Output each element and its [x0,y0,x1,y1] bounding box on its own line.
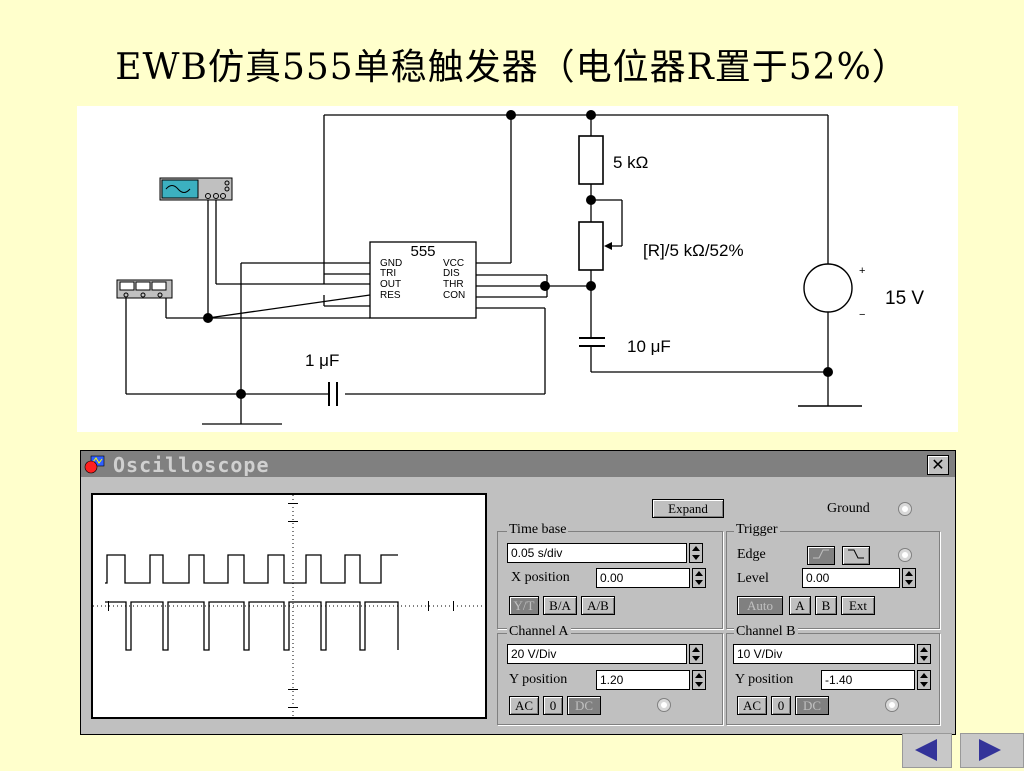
svg-text:VCC: VCC [443,258,464,269]
timebase-title: Time base [507,522,569,538]
channel-a-trace [105,554,398,584]
falling-edge-icon[interactable] [842,546,870,565]
ground-label: Ground [827,501,870,516]
slide-title: EWB仿真555单稳触发器（电位器R置于52%） [115,47,909,88]
channel-b-trace [105,601,399,651]
channel-a-ypos-spinner[interactable] [692,670,706,690]
channel-a-ypos-field[interactable]: 1.20 [596,670,690,690]
svg-text:1 μF: 1 μF [305,351,339,370]
scope-instrument-icon [159,177,233,201]
trigger-group [726,531,940,629]
channel-b-scale-spinner[interactable] [917,644,931,664]
svg-text:DIS: DIS [443,268,460,279]
channel-b-ypos-spinner[interactable] [917,670,931,690]
channel-a-dc-button[interactable]: DC [567,696,601,715]
svg-text:555: 555 [410,243,435,260]
level-label: Level [737,571,769,586]
trigger-auto-button[interactable]: Auto [737,596,783,615]
channel-a-ypos-label: Y position [509,672,568,687]
oscilloscope-title: Oscilloscope [113,453,270,477]
rising-edge-icon[interactable] [807,546,835,565]
right-arrow-icon [979,739,1001,761]
channel-a-terminal[interactable] [657,698,671,712]
channel-b-group [726,633,940,725]
edge-label: Edge [737,547,766,562]
scope-display [91,493,487,719]
trigger-a-button[interactable]: A [789,596,811,615]
trigger-ext-button[interactable]: Ext [841,596,875,615]
svg-text:THR: THR [443,279,464,290]
expand-button[interactable]: Expand [652,499,724,518]
svg-text:OUT: OUT [380,279,401,290]
level-spinner[interactable] [902,568,916,588]
oscilloscope-app-icon [84,455,105,474]
channel-a-scale-field[interactable]: 20 V/Div [507,644,687,664]
channel-a-title: Channel A [507,624,571,640]
control-panel: Expand Ground Time base 0.05 s/div X pos… [497,495,953,725]
left-arrow-icon [915,739,937,761]
prev-slide-button[interactable] [902,733,952,768]
channel-b-scale-field[interactable]: 10 V/Div [733,644,915,664]
channel-b-terminal[interactable] [885,698,899,712]
svg-text:15 V: 15 V [885,288,924,309]
channel-a-group [497,633,723,725]
channel-a-scale-spinner[interactable] [689,644,703,664]
timebase-spinner[interactable] [689,543,703,563]
x-position-label: X position [511,570,570,585]
timebase-value-field[interactable]: 0.05 s/div [507,543,687,563]
svg-text:CON: CON [443,290,465,301]
oscilloscope-window: Oscilloscope ✕ Expand Ground [80,450,956,735]
channel-a-ac-button[interactable]: AC [509,696,539,715]
svg-text:10 μF: 10 μF [627,337,671,356]
svg-text:−: − [859,309,865,321]
x-position-spinner[interactable] [692,568,706,588]
ground-terminal[interactable] [898,502,912,516]
channel-b-dc-button[interactable]: DC [795,696,829,715]
svg-text:[R]/5 kΩ/52%: [R]/5 kΩ/52% [643,241,744,260]
mode-ba-button[interactable]: B/A [543,596,577,615]
svg-text:+: + [859,265,865,277]
svg-text:TRI: TRI [380,268,396,279]
circuit-schematic: 555 GND TRI OUT RES VCC DIS THR CON 5 kΩ… [77,106,958,432]
channel-b-ypos-field[interactable]: -1.40 [821,670,915,690]
channel-b-ac-button[interactable]: AC [737,696,767,715]
trigger-b-button[interactable]: B [815,596,837,615]
mode-ab-button[interactable]: A/B [581,596,615,615]
function-generator-icon [116,279,173,299]
trigger-title: Trigger [734,522,780,538]
svg-text:RES: RES [380,290,401,301]
x-position-field[interactable]: 0.00 [596,568,690,588]
level-field[interactable]: 0.00 [802,568,900,588]
channel-a-zero-button[interactable]: 0 [543,696,563,715]
trigger-ext-terminal[interactable] [898,548,912,562]
oscilloscope-titlebar[interactable]: Oscilloscope ✕ [81,451,955,477]
channel-b-title: Channel B [734,624,798,640]
close-icon[interactable]: ✕ [927,455,949,475]
timebase-group [497,531,723,629]
svg-text:GND: GND [380,258,402,269]
channel-b-zero-button[interactable]: 0 [771,696,791,715]
next-slide-button[interactable] [960,733,1024,768]
svg-text:5 kΩ: 5 kΩ [613,153,648,172]
mode-yt-button[interactable]: Y/T [509,596,539,615]
channel-b-ypos-label: Y position [735,672,794,687]
